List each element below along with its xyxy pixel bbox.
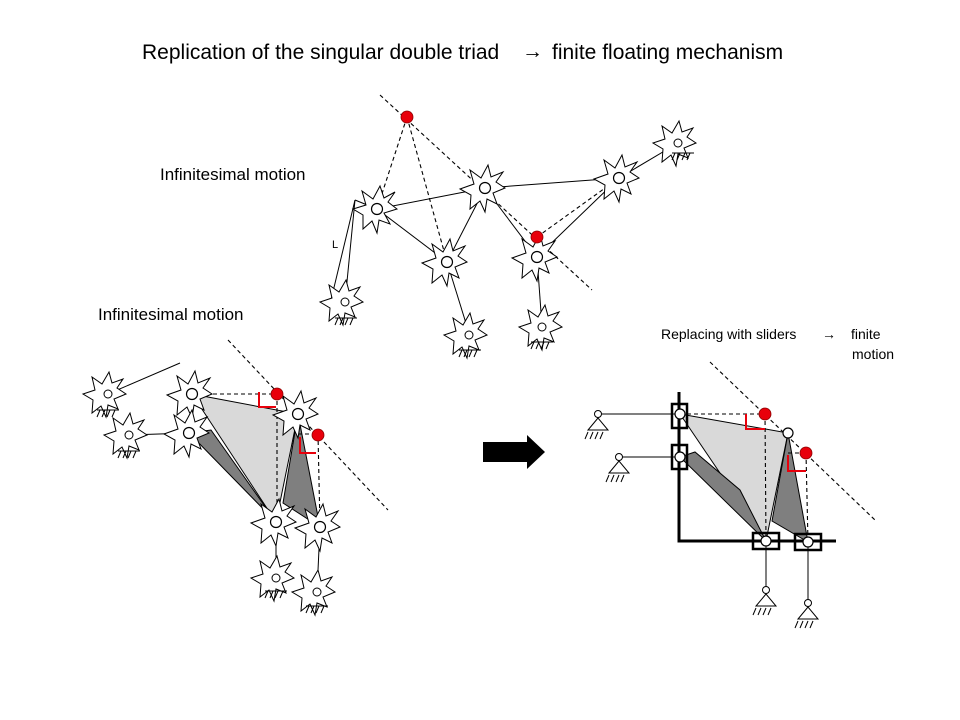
left-ground-support-icon (290, 568, 337, 617)
left-ground-support-icon (249, 554, 296, 603)
right-panel-label-line2: motion (852, 346, 894, 362)
top-ground-support-icon (651, 119, 698, 168)
left-right-angle-marks (258, 392, 316, 454)
right-dark-triangle-b (771, 432, 809, 543)
right-pole-marker (799, 446, 813, 460)
top-star-joint-icon (351, 184, 399, 235)
left-star-joint-icon (271, 389, 320, 440)
top-ground-support-icon (442, 311, 489, 360)
left-pole-marker (270, 387, 284, 401)
left-star-joint-icon (249, 497, 298, 548)
right-panel-arrow-icon: → (822, 326, 836, 342)
left-star-joint-icon (165, 369, 214, 420)
top-pole-marker (530, 230, 544, 244)
right-dark-triangle-a (679, 451, 767, 542)
left-ground-support-icon (102, 411, 149, 460)
top-panel: Infinitesimal motion L (160, 94, 698, 360)
slider-icon (670, 402, 823, 552)
left-panel: Infinitesimal motion (81, 305, 389, 617)
pin-support-icon (794, 599, 820, 629)
right-light-triangle (678, 413, 789, 543)
right-panel: Replacing with sliders → finite motion (584, 326, 894, 629)
title-arrow-icon: → (522, 40, 543, 63)
top-ground-support-icon (318, 278, 365, 327)
top-panel-label: Infinitesimal motion (160, 165, 306, 184)
left-light-triangle (190, 393, 299, 524)
top-star-joint-icon (458, 163, 507, 214)
right-dashed-lines (680, 361, 876, 543)
top-star-joint-icon (510, 232, 559, 283)
right-slider-rails (677, 392, 836, 543)
slide-title: Replication of the singular double triad… (142, 40, 783, 64)
left-star-joint-icon (293, 502, 342, 553)
title-text-part1: Replication of the singular double triad (142, 41, 499, 64)
title-text-part2: finite floating mechanism (552, 41, 783, 64)
pin-support-icon (605, 453, 631, 483)
left-dark-triangle-b (282, 413, 321, 529)
top-ground-support-icon (517, 303, 564, 352)
left-ground-support-icon (81, 370, 128, 419)
right-right-angle-marks (745, 414, 806, 472)
left-pole-marker (311, 428, 325, 442)
big-right-arrow-icon (483, 435, 545, 469)
top-star-joint-icon (420, 237, 469, 288)
left-panel-label: Infinitesimal motion (98, 305, 244, 324)
top-star-joint-icon (592, 153, 641, 204)
link-letter-label: L (332, 239, 338, 251)
right-joints (674, 408, 814, 548)
pin-support-icon (752, 586, 778, 616)
left-star-joint-icon (162, 408, 211, 459)
right-panel-label-line1-part2: finite (851, 326, 881, 342)
right-pole-marker (758, 407, 772, 421)
right-panel-label-line1-part1: Replacing with sliders (661, 326, 796, 342)
top-dashed-lines (376, 94, 620, 291)
top-pole-marker (400, 110, 414, 124)
pin-support-icon (584, 410, 610, 440)
